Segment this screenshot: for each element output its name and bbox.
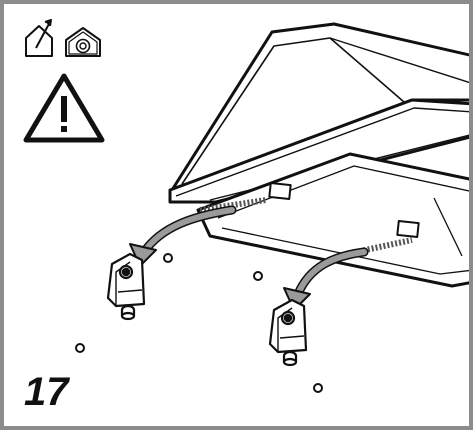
step-number: 17: [24, 370, 69, 414]
removal-arrow-left: [129, 205, 237, 267]
warning-triangle-icon: [23, 73, 105, 143]
ducted-exhaust-mode-icon: [25, 19, 53, 57]
hood-underside: [196, 152, 469, 288]
removal-arrow-right: [283, 247, 369, 311]
screw: [75, 253, 323, 393]
recirculation-mode-icon: [65, 27, 101, 57]
mounting-bracket-left: [106, 252, 146, 321]
hood-installation-illustration: [23, 19, 469, 393]
mounting-bracket-right: [268, 298, 308, 367]
